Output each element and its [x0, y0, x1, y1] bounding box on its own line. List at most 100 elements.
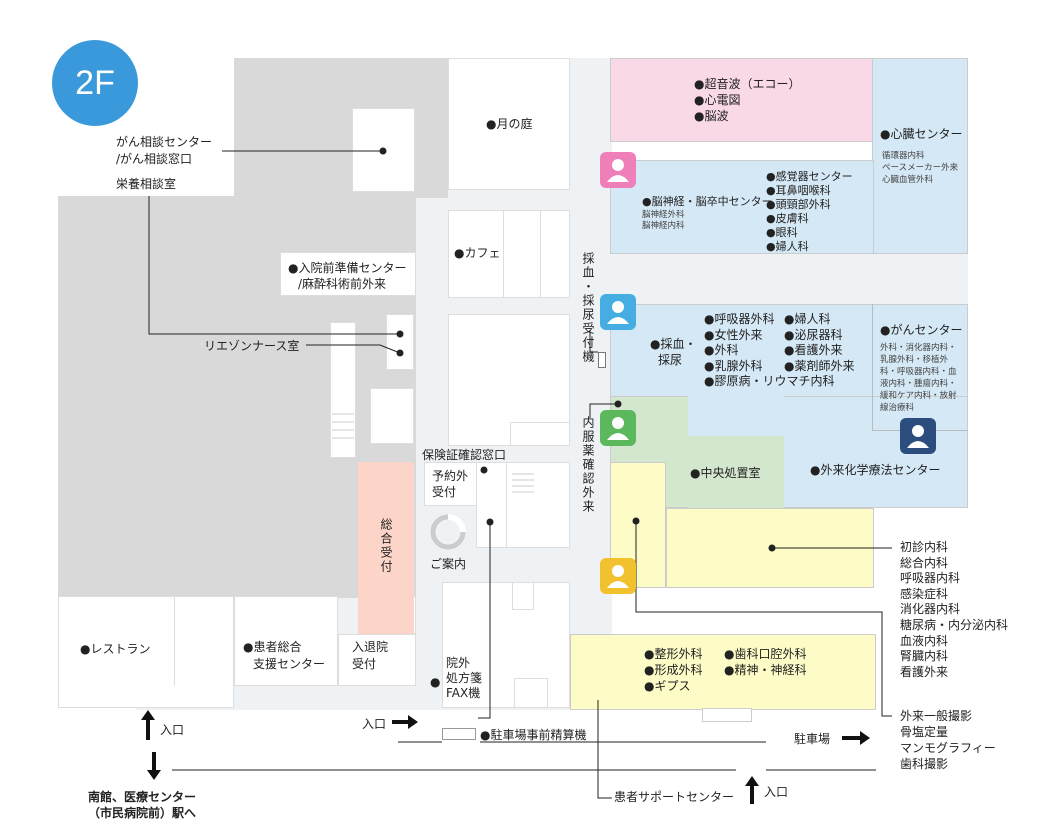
nyutai-room [338, 634, 416, 686]
internal-item: 呼吸器内科 [900, 571, 961, 586]
clinic-left-item: ●膠原病・リウマチ内科 [704, 374, 835, 388]
south-line2: （市民病院前）駅へ [88, 806, 197, 820]
imaging-list: 外来一般撮影 骨塩定量 マンモグラフィー 歯科撮影 [900, 708, 996, 772]
ingai-line2: 処方箋 [446, 671, 483, 685]
restaurant-div [174, 596, 175, 686]
nyutai-line1: 入退院 [352, 640, 389, 654]
ingai-sub2 [514, 678, 548, 708]
clinic-left-list: ●呼吸器外科 ●女性外来 ●外科 ●乳腺外科 ●膠原病・リウマチ内科 [704, 312, 834, 390]
tsuki-room [448, 58, 570, 190]
sensory-item: ●皮膚科 [766, 212, 809, 225]
south-label: 南館、医療センター （市民病院前）駅へ [88, 789, 196, 821]
sougou-uketsuke-label: 総合受付 [379, 518, 393, 574]
person-icon-green [600, 410, 636, 446]
heart-room [872, 58, 968, 254]
internal-item: 総合内科 [900, 555, 949, 570]
small-room-w [370, 388, 414, 444]
sensory-item: ●感覚器センター [766, 170, 853, 183]
kanja-line1: ●患者総合 [243, 640, 302, 654]
internal-item: 感染症科 [900, 586, 949, 601]
person-icon-pink [600, 152, 636, 188]
echo-room [610, 58, 874, 142]
liaison-room [386, 314, 414, 370]
cancer-sub: 緩和ケア内科・放射 [880, 391, 957, 401]
cancer-sub: 液内科・腫瘍内科・ [880, 379, 957, 389]
sensory-item: ●頭頸部外科 [766, 198, 831, 211]
gan-soudan-line2: /がん相談窓口 [116, 152, 193, 166]
echo-line2: ●心電図 [694, 93, 741, 107]
tsuki-no-niwa-label: ●月の庭 [486, 117, 533, 131]
ingai-line3: FAX機 [446, 686, 481, 700]
clinic-room [610, 304, 968, 402]
cafe-room [448, 210, 570, 298]
cancer-div [872, 304, 873, 430]
imaging-item: マンモグラフィー [900, 741, 996, 755]
brain-subs: 脳神経外科 脳神経内科 [642, 210, 685, 232]
floor-badge: 2F [52, 40, 138, 126]
chuo-shochi-label: ●中央処置室 [690, 466, 761, 480]
entrance-label-mid: 入口 [362, 717, 387, 731]
ortho-item: ●ギプス [644, 679, 691, 693]
liaison-label: リエゾンナース室 [204, 339, 300, 353]
arrow-right-icon [842, 731, 870, 745]
nyuin-line2: /麻酔科術前外来 [298, 277, 387, 291]
restaurant-label: ●レストラン [80, 642, 151, 656]
ingai-line1: 院外 [446, 656, 471, 670]
kiosk-box [598, 352, 606, 368]
elev-room [476, 462, 570, 548]
ortho-item: ●整形外科 [644, 647, 703, 661]
green-room-step2 [688, 436, 784, 508]
clinic-left-item: ●乳腺外科 [704, 358, 763, 373]
saiketsu-room-label: ●採血・ 採尿 [650, 336, 696, 368]
dental-item: ●精神・神経科 [724, 663, 807, 677]
clinic-right-item: ●婦人科 [784, 312, 831, 326]
arrow-up-icon [745, 776, 759, 804]
arrow-down-icon [147, 752, 161, 780]
parking-label: 駐車場 [794, 732, 831, 746]
nyuin-line1: ●入院前準備センター [288, 261, 407, 275]
clinic-right-list: ●婦人科 ●泌尿器科 ●看護外来 ●薬剤師外来 [784, 312, 854, 374]
brain-title: ●脳神経・脳卒中センター [642, 195, 773, 208]
saiketsu-vert-label: 採血・採尿受付機 [581, 252, 595, 364]
gan-soudan-line1: がん相談センター [116, 135, 213, 149]
internal-item: 血液内科 [900, 633, 949, 648]
cancer-title: ●がんセンター [880, 323, 963, 337]
echo-label: ●超音波（エコー） ●心電図 ●脳波 [694, 76, 800, 124]
gray-area-west2 [58, 300, 358, 598]
ingai-dot: ● [430, 675, 441, 689]
arrow-up-icon [141, 710, 155, 740]
gan-soudan-label: がん相談センター /がん相談窓口 [116, 134, 212, 168]
cafe-div1 [503, 210, 504, 298]
echo-line3: ●脳波 [694, 109, 729, 123]
nyutai-label: 入退院 受付 [352, 639, 388, 673]
internal-item: 消化器内科 [900, 602, 961, 617]
parking-pay-box [442, 728, 476, 740]
cafe-label: ●カフェ [454, 246, 501, 260]
ortho-item: ●形成外科 [644, 663, 703, 677]
eiyou-label: 栄養相談室 [116, 177, 177, 191]
cancer-sub: 線治療科 [880, 403, 915, 413]
goannai-label: ご案内 [430, 557, 467, 571]
cancer-sub: 外科・消化器内科・ [880, 343, 957, 353]
ortho-list: ●整形外科 ●形成外科 ●ギプス [644, 646, 702, 694]
yellow-sub [702, 708, 752, 722]
nyuin-room [280, 252, 416, 296]
echo-line1: ●超音波（エコー） [694, 77, 801, 91]
elev-div [506, 462, 507, 548]
imaging-item: 歯科撮影 [900, 757, 949, 771]
nyuin-label: ●入院前準備センター /麻酔科術前外来 [288, 260, 406, 292]
ingai-room [442, 582, 570, 708]
corridor-north-band [610, 252, 968, 304]
patient-support-label: 患者サポートセンター [614, 790, 735, 804]
heart-sub3: 心臓血管外科 [882, 175, 934, 185]
clinic-right-item: ●泌尿器科 [784, 327, 843, 342]
saiketsu-room-line1: ●採血・ [650, 337, 697, 351]
gairai-kagaku-label: ●外来化学療法センター [810, 463, 941, 477]
dental-list: ●歯科口腔外科 ●精神・神経科 [724, 646, 806, 678]
imaging-item: 骨塩定量 [900, 725, 949, 739]
sougou-uketsuke-room [358, 462, 414, 634]
heart-subs: 循環器内科 ペースメーカー外来 心臓血管外科 [882, 150, 958, 186]
internal-item: 糖尿病・内分泌内科 [900, 617, 1009, 632]
ingai-label: 院外 処方箋 FAX機 [446, 656, 482, 701]
